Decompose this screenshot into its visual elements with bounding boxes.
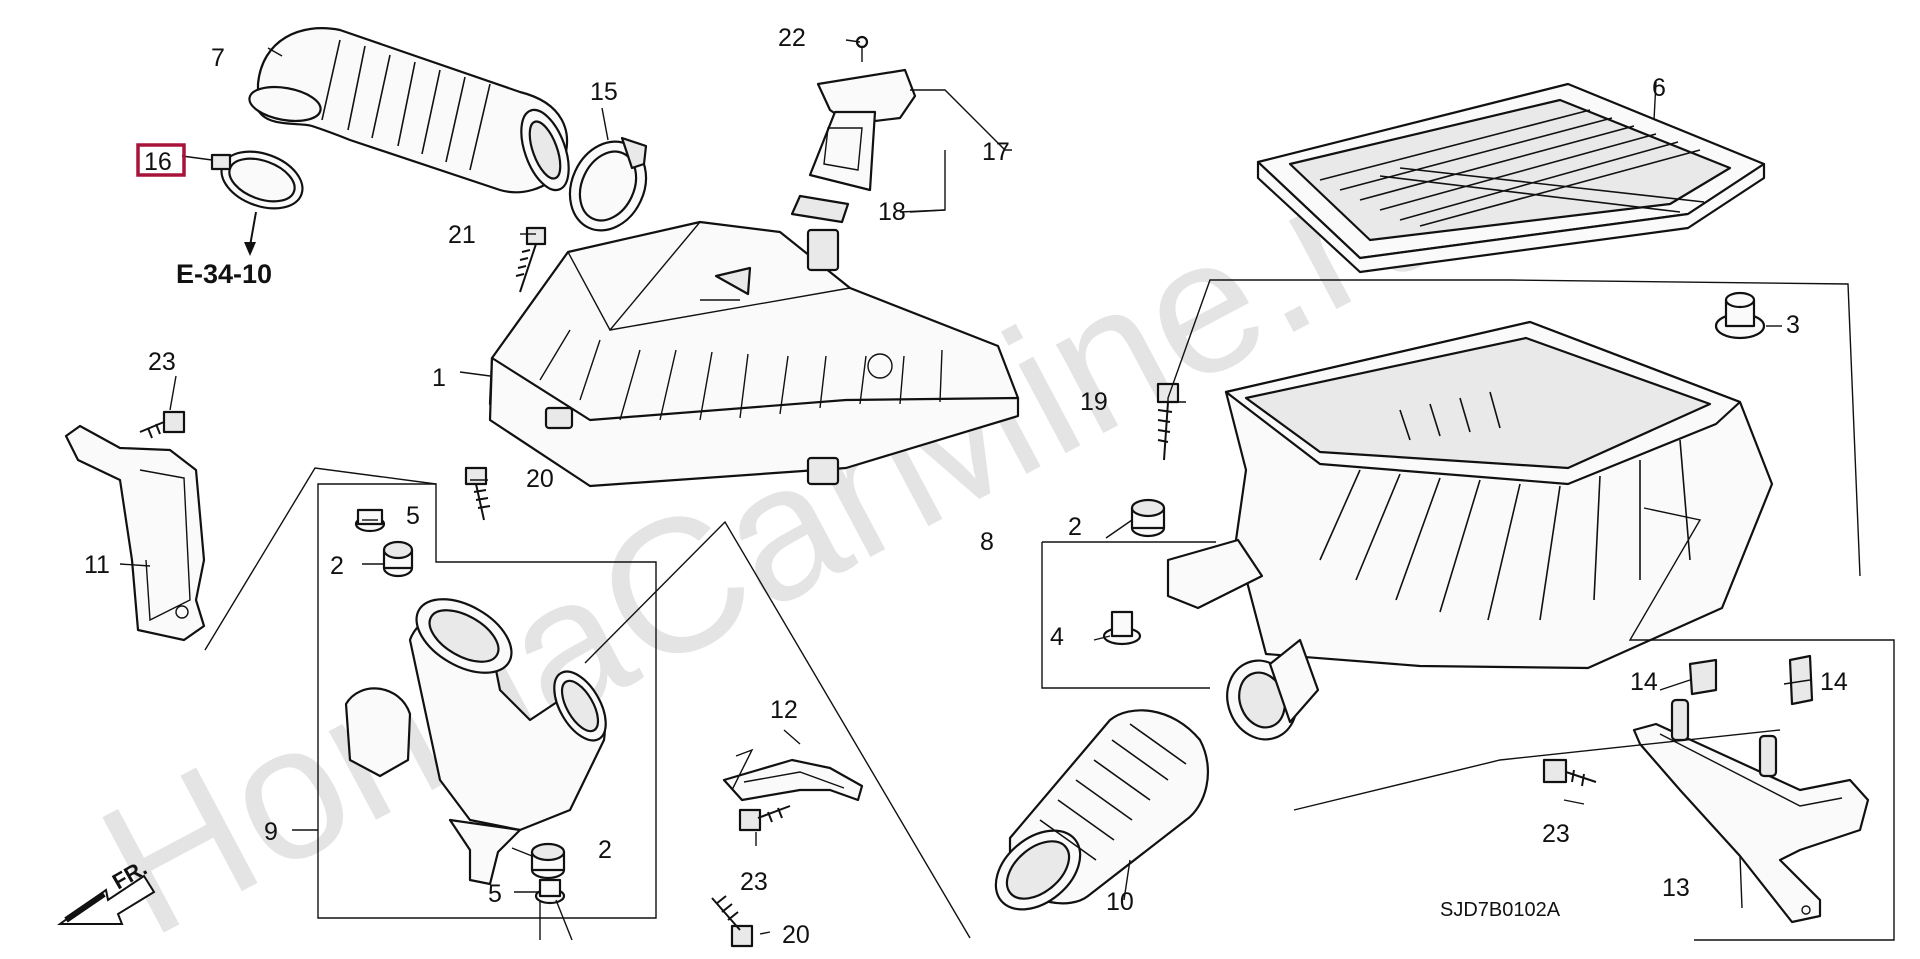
bolt-20-bottom[interactable] xyxy=(711,895,754,948)
callout-8[interactable]: 8 xyxy=(980,528,994,556)
grommet-2-case[interactable] xyxy=(1130,498,1166,538)
hose-clamp-16[interactable] xyxy=(210,141,310,219)
air-filter-element-part[interactable] xyxy=(1256,82,1766,274)
callout-5-bottom[interactable]: 5 xyxy=(488,880,502,908)
callout-11[interactable]: 11 xyxy=(84,551,110,579)
reference-arrow-head xyxy=(244,242,256,256)
air-cleaner-case-part[interactable] xyxy=(1166,320,1774,749)
callout-14-left[interactable]: 14 xyxy=(1630,668,1658,696)
airflow-sensor-part[interactable] xyxy=(790,35,917,224)
callout-14-right[interactable]: 14 xyxy=(1820,668,1848,696)
callout-10[interactable]: 10 xyxy=(1106,888,1134,916)
bolt-23-right[interactable] xyxy=(1542,758,1597,787)
callout-9[interactable]: 9 xyxy=(264,818,278,846)
callout-5-top[interactable]: 5 xyxy=(406,502,420,530)
diagram-code-label: SJD7B0102A xyxy=(1440,899,1561,921)
grommet-2-top[interactable] xyxy=(382,540,414,578)
callout-21[interactable]: 21 xyxy=(448,221,476,249)
reference-arrow xyxy=(249,211,257,247)
grommet-5-bottom[interactable] xyxy=(534,878,566,905)
callout-3[interactable]: 3 xyxy=(1786,311,1800,339)
bolt-19[interactable] xyxy=(1156,382,1180,461)
callout-23-right[interactable]: 23 xyxy=(1542,820,1570,848)
hose-clamp-15[interactable] xyxy=(556,129,660,243)
bracket-13-part[interactable] xyxy=(1632,698,1870,924)
callout-20-bottom[interactable]: 20 xyxy=(782,921,810,949)
pad-14-right[interactable] xyxy=(1788,654,1814,706)
bracket-11-part[interactable] xyxy=(64,424,206,642)
callout-22[interactable]: 22 xyxy=(778,24,806,52)
callout-20-top[interactable]: 20 xyxy=(526,465,554,493)
reference-label[interactable]: E-34-10 xyxy=(176,259,272,289)
callout-19[interactable]: 19 xyxy=(1080,388,1108,416)
bolt-20-top[interactable] xyxy=(464,466,491,521)
callout-12[interactable]: 12 xyxy=(770,696,798,724)
leader-lines xyxy=(119,39,1895,941)
callout-18[interactable]: 18 xyxy=(878,198,906,226)
callout-4[interactable]: 4 xyxy=(1050,623,1064,651)
pad-14-left[interactable] xyxy=(1688,658,1718,696)
grommet-2-bottom[interactable] xyxy=(530,842,566,880)
callout-23-mid[interactable]: 23 xyxy=(740,868,768,896)
bolt-23-left[interactable] xyxy=(139,410,186,439)
intake-duct-part[interactable] xyxy=(247,27,578,196)
callout-2-case[interactable]: 2 xyxy=(1068,513,1082,541)
callout-2-bottom[interactable]: 2 xyxy=(598,836,612,864)
bracket-12-part[interactable] xyxy=(722,758,864,802)
bolt-4[interactable] xyxy=(1102,610,1142,646)
grommet-3[interactable] xyxy=(1714,291,1766,340)
callout-23-left[interactable]: 23 xyxy=(148,348,176,376)
highlight-box-16[interactable] xyxy=(136,143,186,177)
callout-2-top[interactable]: 2 xyxy=(330,552,344,580)
callout-1[interactable]: 1 xyxy=(432,364,446,392)
callout-16[interactable]: 16 xyxy=(144,148,172,176)
air-cleaner-cover-part[interactable] xyxy=(488,220,1020,488)
callout-17[interactable]: 17 xyxy=(982,138,1010,166)
bolt-23-mid[interactable] xyxy=(738,805,791,832)
bolt-21[interactable] xyxy=(515,226,547,293)
intake-chamber-part[interactable] xyxy=(344,584,616,886)
resonator-tube-part[interactable] xyxy=(981,709,1209,925)
callout-15[interactable]: 15 xyxy=(590,78,618,106)
callout-6[interactable]: 6 xyxy=(1652,74,1666,102)
callout-7[interactable]: 7 xyxy=(211,44,225,72)
callout-13[interactable]: 13 xyxy=(1662,874,1690,902)
